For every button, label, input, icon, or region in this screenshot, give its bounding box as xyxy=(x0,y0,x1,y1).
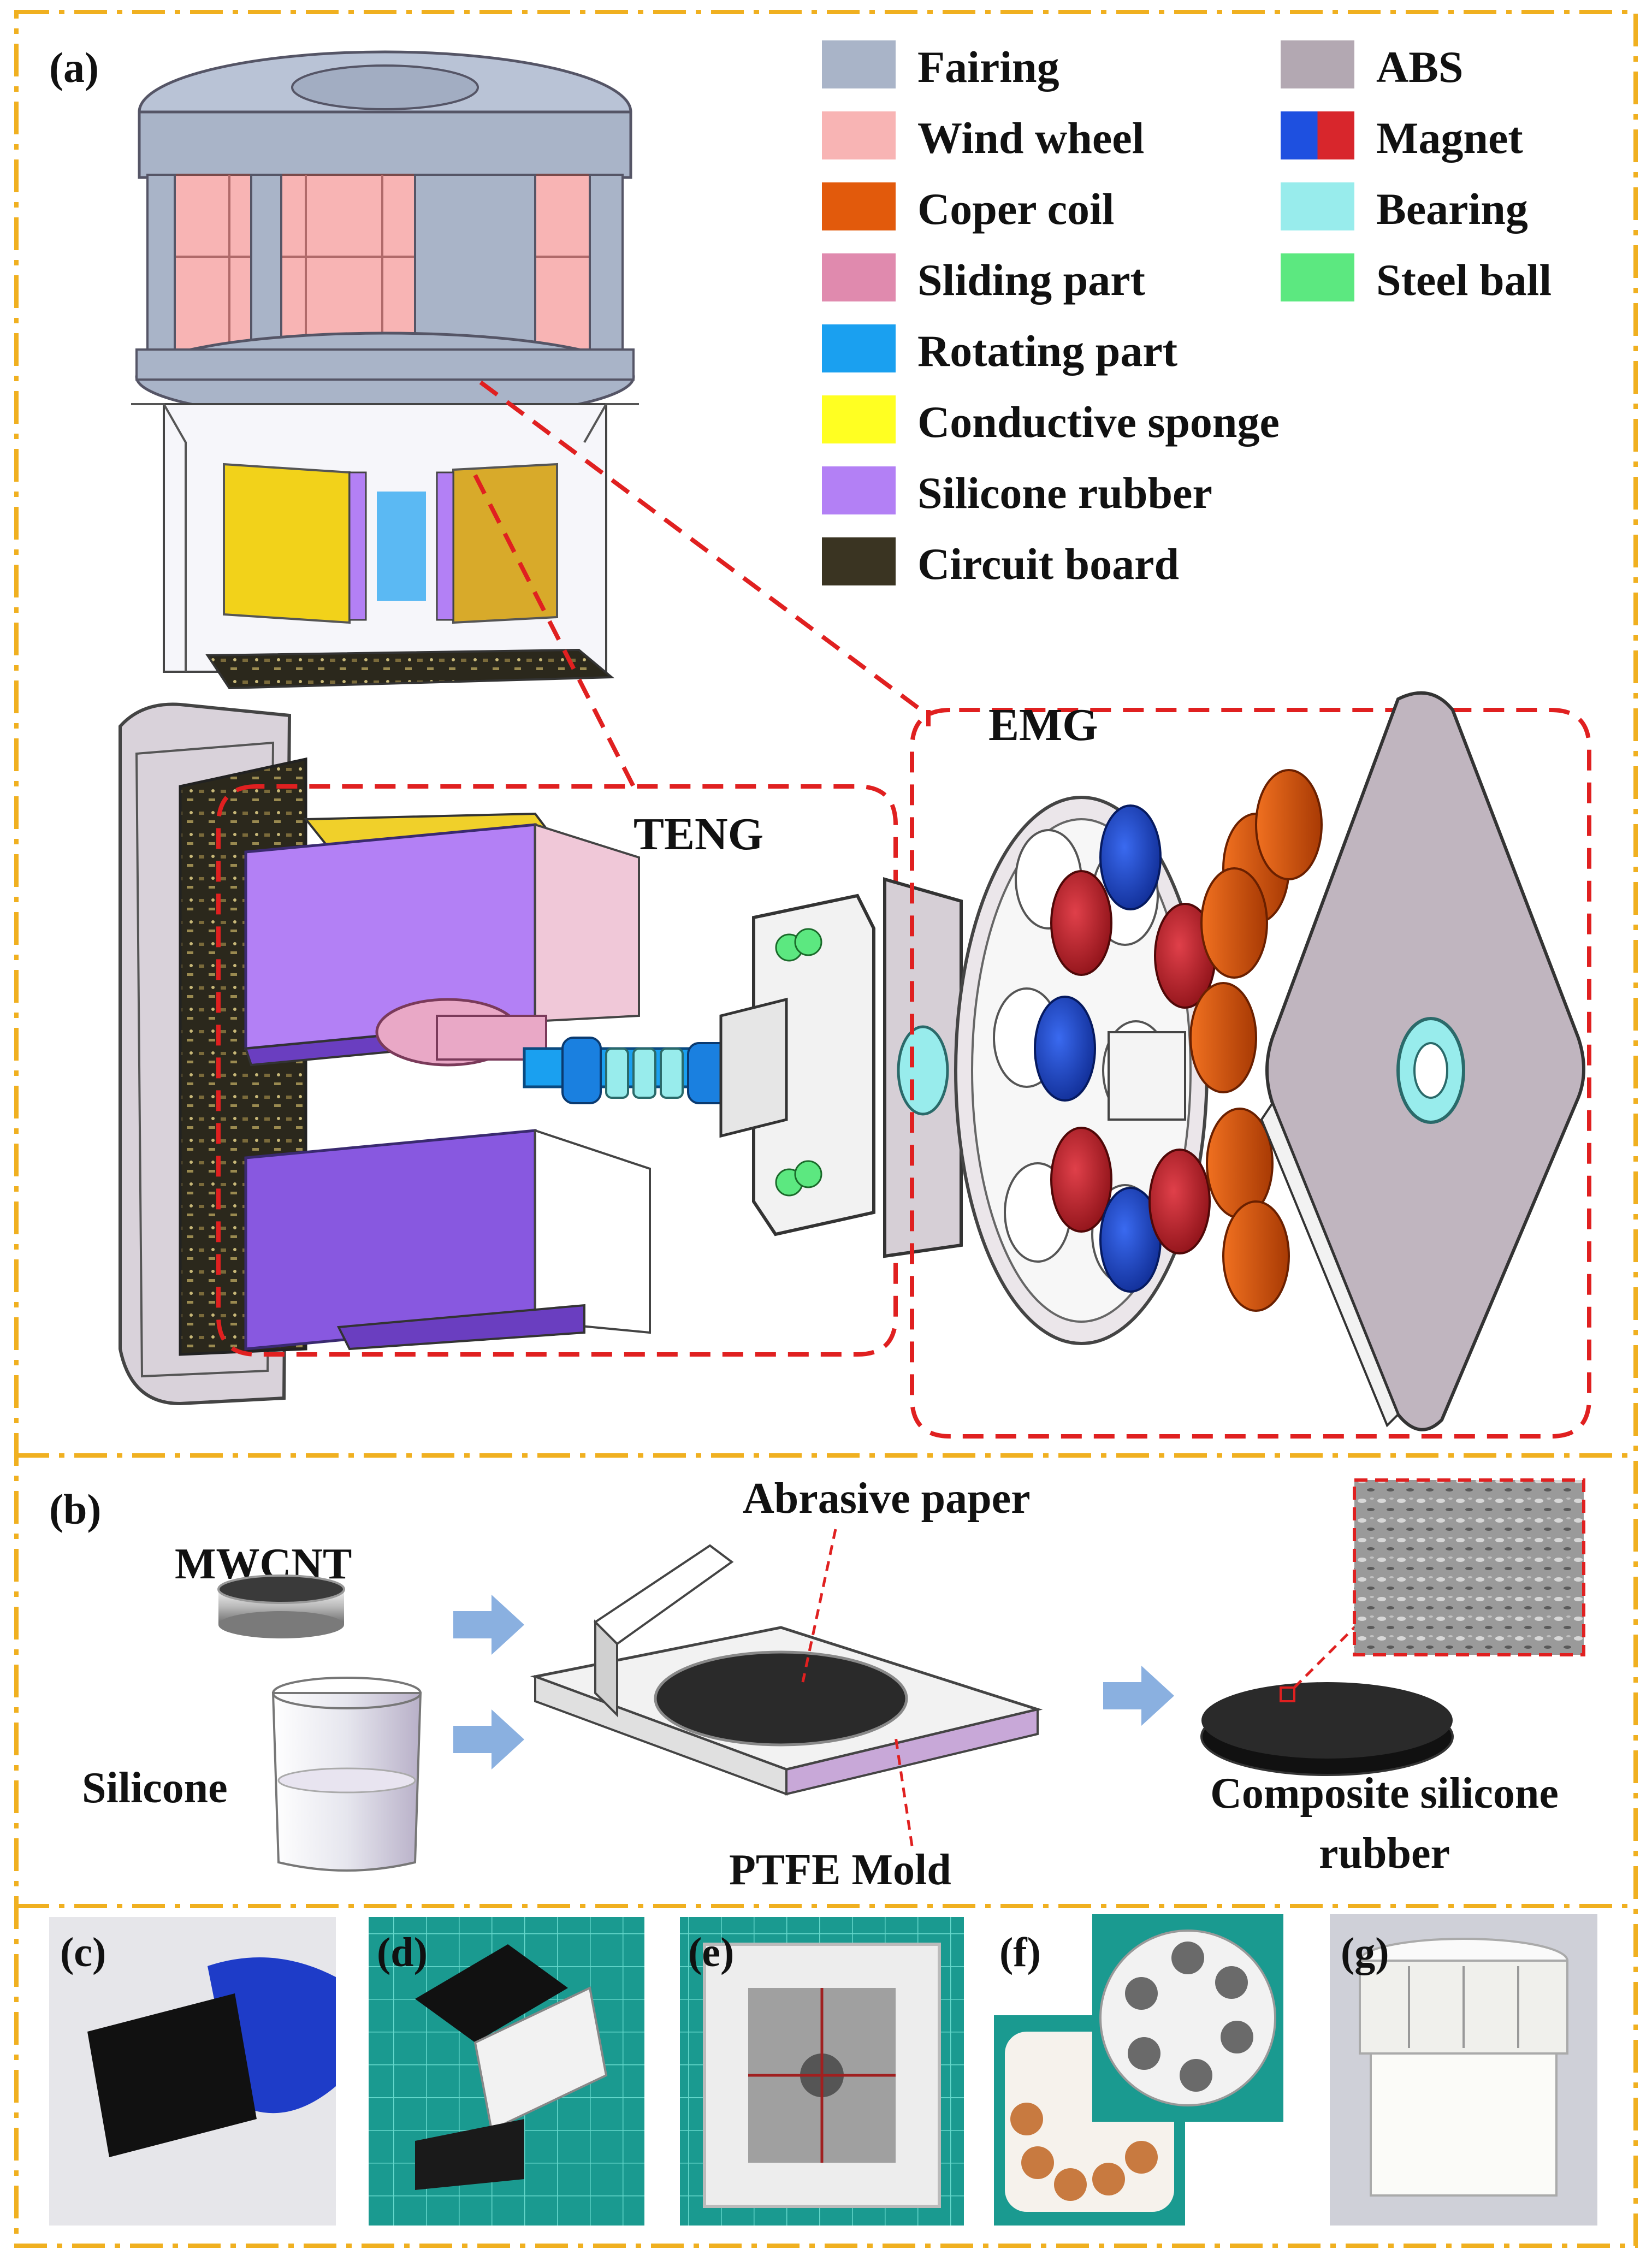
legend-label: ABS xyxy=(1376,42,1464,92)
teng-callout: TENG xyxy=(633,809,763,860)
legend-swatch xyxy=(1281,182,1354,230)
legend-swatch xyxy=(822,182,896,230)
photo-f: (f) xyxy=(994,1914,1283,2226)
emg-dashed-box xyxy=(910,708,1591,1439)
legend-label: Steel ball xyxy=(1376,255,1552,305)
legend-swatch xyxy=(822,466,896,514)
legend-label: Bearing xyxy=(1376,184,1528,234)
legend-swatch xyxy=(1281,40,1354,88)
silicone-label: Silicone xyxy=(82,1764,228,1812)
legend-swatch xyxy=(822,537,896,585)
legend-swatch xyxy=(1317,111,1354,159)
legend-swatch xyxy=(822,395,896,443)
legend-label: Silicone rubber xyxy=(917,468,1212,518)
legend-label: Fairing xyxy=(917,42,1059,92)
legend-label: Circuit board xyxy=(917,539,1179,589)
emg-callout: EMG xyxy=(988,700,1098,750)
photo-e: (e) xyxy=(680,1917,964,2226)
arrow-2 xyxy=(453,1709,524,1769)
legend-swatch xyxy=(822,324,896,372)
abrasive-paper-label: Abrasive paper xyxy=(743,1475,1031,1523)
sem-inset xyxy=(1353,1478,1585,1656)
outer-frame xyxy=(14,10,1638,2248)
legend-item-fairing: Fairing xyxy=(822,40,1059,92)
legend-label: Magnet xyxy=(1376,113,1523,163)
assembled-generator xyxy=(131,50,639,690)
bearing-seat xyxy=(719,877,963,1258)
legend-label: Conductive sponge xyxy=(917,397,1280,447)
legend-label: Rotating part xyxy=(917,326,1177,376)
panel-label-b: (b) xyxy=(49,1485,101,1533)
legend-label: Coper coil xyxy=(917,184,1115,234)
panel-label-c: (c) xyxy=(60,1930,106,1975)
legend-label: Wind wheel xyxy=(917,113,1144,163)
teng-dashed-box xyxy=(216,784,898,1357)
legend-swatch xyxy=(1281,253,1354,301)
panel-label-f: (f) xyxy=(999,1930,1041,1975)
legend-label: Sliding part xyxy=(917,255,1145,305)
legend-swatch xyxy=(822,253,896,301)
legend-item-silicone-rubber: Silicone rubber xyxy=(822,466,1212,518)
process-arrows xyxy=(453,1595,1174,1769)
process-flow: MWCNT Silicone Abrasive paper PTFE Mold xyxy=(82,1475,1585,1894)
emg-exploded xyxy=(954,691,1585,1431)
panel-label-g: (g) xyxy=(1341,1930,1389,1975)
legend-item-steel-ball: Steel ball xyxy=(1281,253,1552,305)
composite-label-line1: Composite silicone xyxy=(1210,1769,1559,1818)
panel-label-d: (d) xyxy=(377,1930,428,1975)
panel-label-e: (e) xyxy=(688,1930,734,1975)
legend-item-conductive-sponge: Conductive sponge xyxy=(822,395,1280,447)
legend-item-wind-wheel: Wind wheel xyxy=(822,111,1144,163)
legend-swatch xyxy=(1281,111,1318,159)
legend-item-abs: ABS xyxy=(1281,40,1464,92)
legend-item-magnet: Magnet xyxy=(1281,111,1523,163)
legend-swatch xyxy=(822,40,896,88)
ptfe-mold-label: PTFE Mold xyxy=(729,1846,951,1894)
leader-lines xyxy=(473,380,931,788)
photo-d: (d) xyxy=(369,1917,644,2226)
photo-c: (c) xyxy=(49,1917,336,2226)
legend-item-coper-coil: Coper coil xyxy=(822,182,1115,234)
teng-exploded xyxy=(119,702,651,1406)
legend-item-rotating-part: Rotating part xyxy=(822,324,1177,376)
figure-frames xyxy=(14,10,1638,2248)
panel-label-a: (a) xyxy=(49,44,99,91)
legend-item-circuit-board: Circuit board xyxy=(822,537,1179,589)
legend-item-bearing: Bearing xyxy=(1281,182,1528,234)
photo-g: (g) xyxy=(1330,1914,1597,2226)
arrow-3 xyxy=(1103,1666,1174,1726)
legend-item-sliding-part: Sliding part xyxy=(822,253,1145,305)
arrow-1 xyxy=(453,1595,524,1655)
legend-swatch xyxy=(822,111,896,159)
abrasive-paper xyxy=(654,1650,908,1747)
composite-label-line2: rubber xyxy=(1319,1830,1450,1878)
